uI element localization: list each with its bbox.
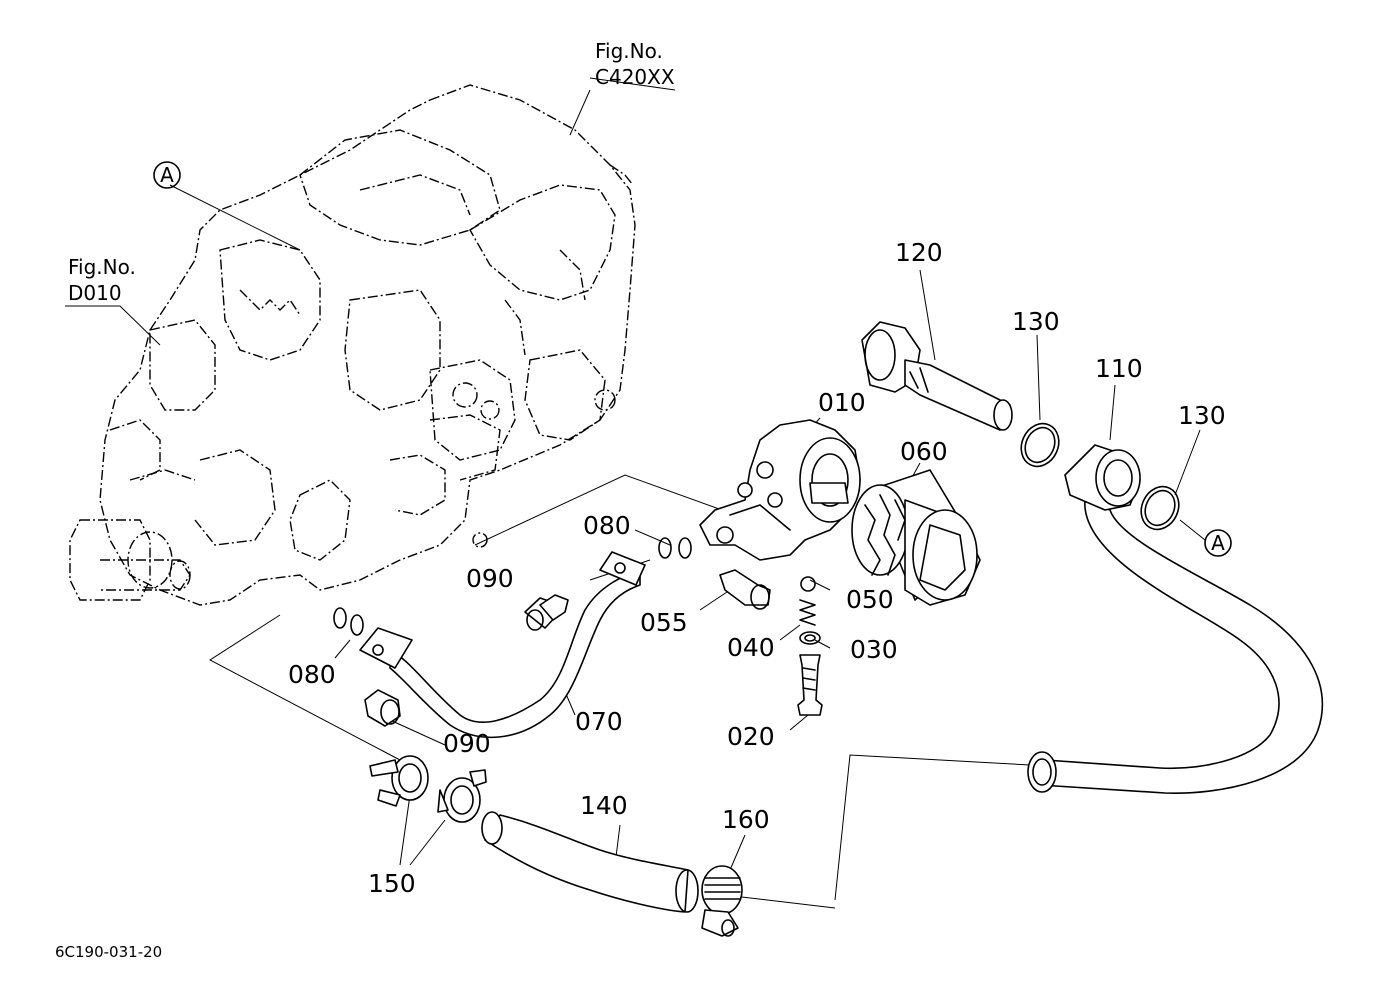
part-label-130-left: 130 xyxy=(1012,307,1060,336)
part-label-130-right: 130 xyxy=(1178,401,1226,430)
connector-mark-a-upper: A xyxy=(153,161,181,189)
washers-080-lower xyxy=(333,607,364,636)
part-label-030: 030 xyxy=(850,635,898,664)
engine-block xyxy=(99,84,636,606)
eye-bolt-090-lower xyxy=(364,689,401,727)
relief-plug-020 xyxy=(797,654,823,716)
part-label-055: 055 xyxy=(640,608,688,637)
hose-clamp-150a xyxy=(369,755,429,807)
part-label-090-upper: 090 xyxy=(466,564,514,593)
return-pipe xyxy=(1027,444,1324,794)
hose-140 xyxy=(481,811,699,913)
part-label-160: 160 xyxy=(722,805,770,834)
eye-bolt-090-upper xyxy=(524,594,569,631)
part-label-050: 050 xyxy=(846,585,894,614)
part-label-110: 110 xyxy=(1095,354,1143,383)
part-label-010: 010 xyxy=(818,388,866,417)
part-label-150: 150 xyxy=(368,869,416,898)
drawing-code: 6C190-031-20 xyxy=(55,943,162,961)
part-label-140: 140 xyxy=(580,791,628,820)
part-label-080-upper: 080 xyxy=(583,511,631,540)
check-ball-050 xyxy=(800,576,816,592)
coolant-inlet-pipe xyxy=(69,519,191,601)
part-label-020: 020 xyxy=(727,722,775,751)
washer-030 xyxy=(799,631,821,645)
oil-pipe xyxy=(359,551,646,739)
part-label-080-lower: 080 xyxy=(288,660,336,689)
oil-filter-base xyxy=(699,419,861,561)
part-label-090-lower: 090 xyxy=(443,729,491,758)
oil-filter-cartridge xyxy=(851,469,981,606)
svg-text:A: A xyxy=(160,163,174,187)
plug-055 xyxy=(719,569,771,610)
fig-ref-top: C420XX xyxy=(595,65,675,89)
washers-080-upper xyxy=(658,537,692,559)
fig-label-left: Fig.No. xyxy=(68,255,136,279)
part-label-060: 060 xyxy=(900,437,948,466)
o-ring-130b xyxy=(1140,485,1180,531)
o-ring-130a xyxy=(1020,422,1060,468)
part-label-070: 070 xyxy=(575,707,623,736)
leader-lines xyxy=(65,77,1206,909)
fig-label-top: Fig.No. xyxy=(595,39,663,63)
hose-clamp-160 xyxy=(701,865,743,937)
banjo-bolt xyxy=(861,321,1013,431)
part-label-040: 040 xyxy=(727,633,775,662)
fig-ref-left: D010 xyxy=(68,281,122,305)
relief-spring-040 xyxy=(799,599,816,626)
hose-clamp-150b xyxy=(437,769,487,823)
svg-text:A: A xyxy=(1211,531,1225,555)
connector-mark-a-right: A xyxy=(1204,529,1232,557)
part-label-120: 120 xyxy=(895,238,943,267)
